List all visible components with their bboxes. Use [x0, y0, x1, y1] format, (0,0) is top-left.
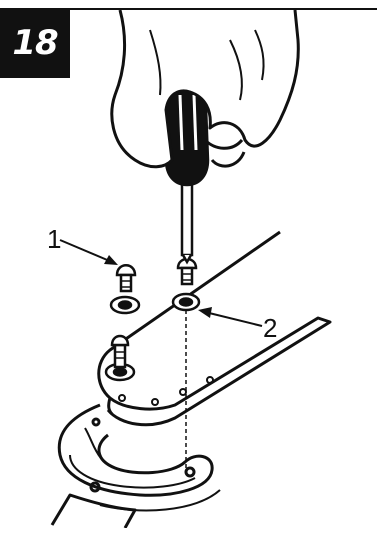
callout-2-leader — [198, 307, 262, 326]
screw-icon — [117, 265, 135, 291]
blade-icon — [99, 232, 330, 425]
callout-label-2: 2 — [263, 315, 277, 341]
callout-label-1: 1 — [47, 226, 61, 252]
washer-icon — [173, 294, 199, 310]
washer-icon — [111, 297, 139, 313]
step-number-badge: 18 — [0, 8, 70, 78]
callout-1-leader — [60, 240, 118, 265]
screwdriver-icon — [166, 80, 208, 262]
